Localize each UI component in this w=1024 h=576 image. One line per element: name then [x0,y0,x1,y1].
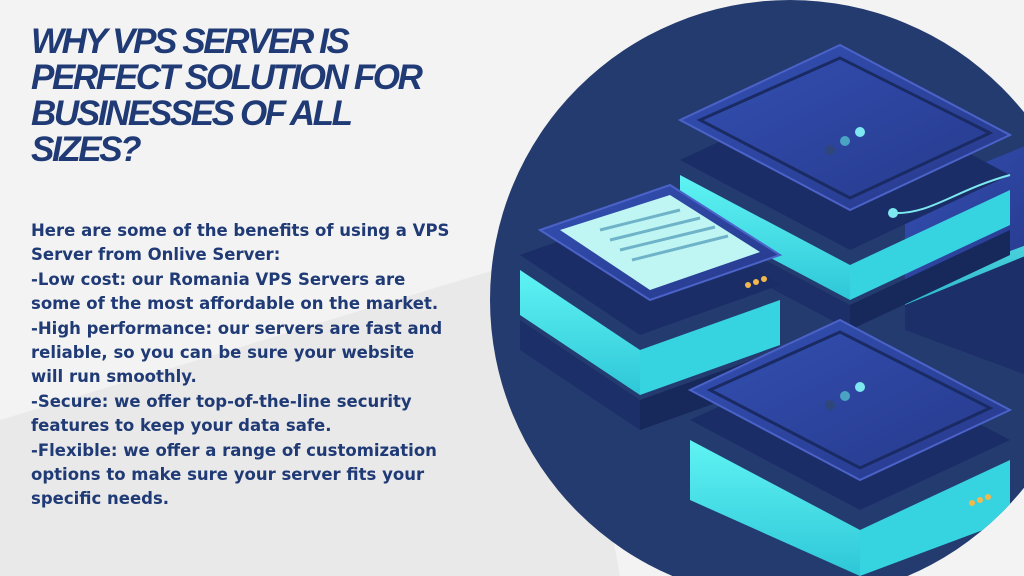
slide-title: WHY VPS SERVER IS PERFECT SOLUTION FOR B… [31,24,501,168]
intro-paragraph: Here are some of the benefits of using a… [31,221,450,265]
server-unit [520,183,783,430]
benefit-flexible: -Flexible: we offer a range of customiza… [31,440,437,509]
benefit-high-performance: -High performance: our servers are fast … [31,318,443,387]
benefits-text: Here are some of the benefits of using a… [31,219,451,512]
server-unit [677,43,1013,330]
server-unit [687,318,1013,576]
title-line: WHY VPS SERVER IS [31,22,350,61]
benefit-low-cost: -Low cost: our Romania VPS Servers are s… [31,269,439,314]
title-line: SIZES? [31,130,142,169]
server-stack-illustration [490,0,1024,576]
title-line: PERFECT SOLUTION FOR [31,58,423,97]
benefit-secure: -Secure: we offer top-of-the-line securi… [31,391,412,436]
title-line: BUSINESSES OF ALL [31,94,353,133]
